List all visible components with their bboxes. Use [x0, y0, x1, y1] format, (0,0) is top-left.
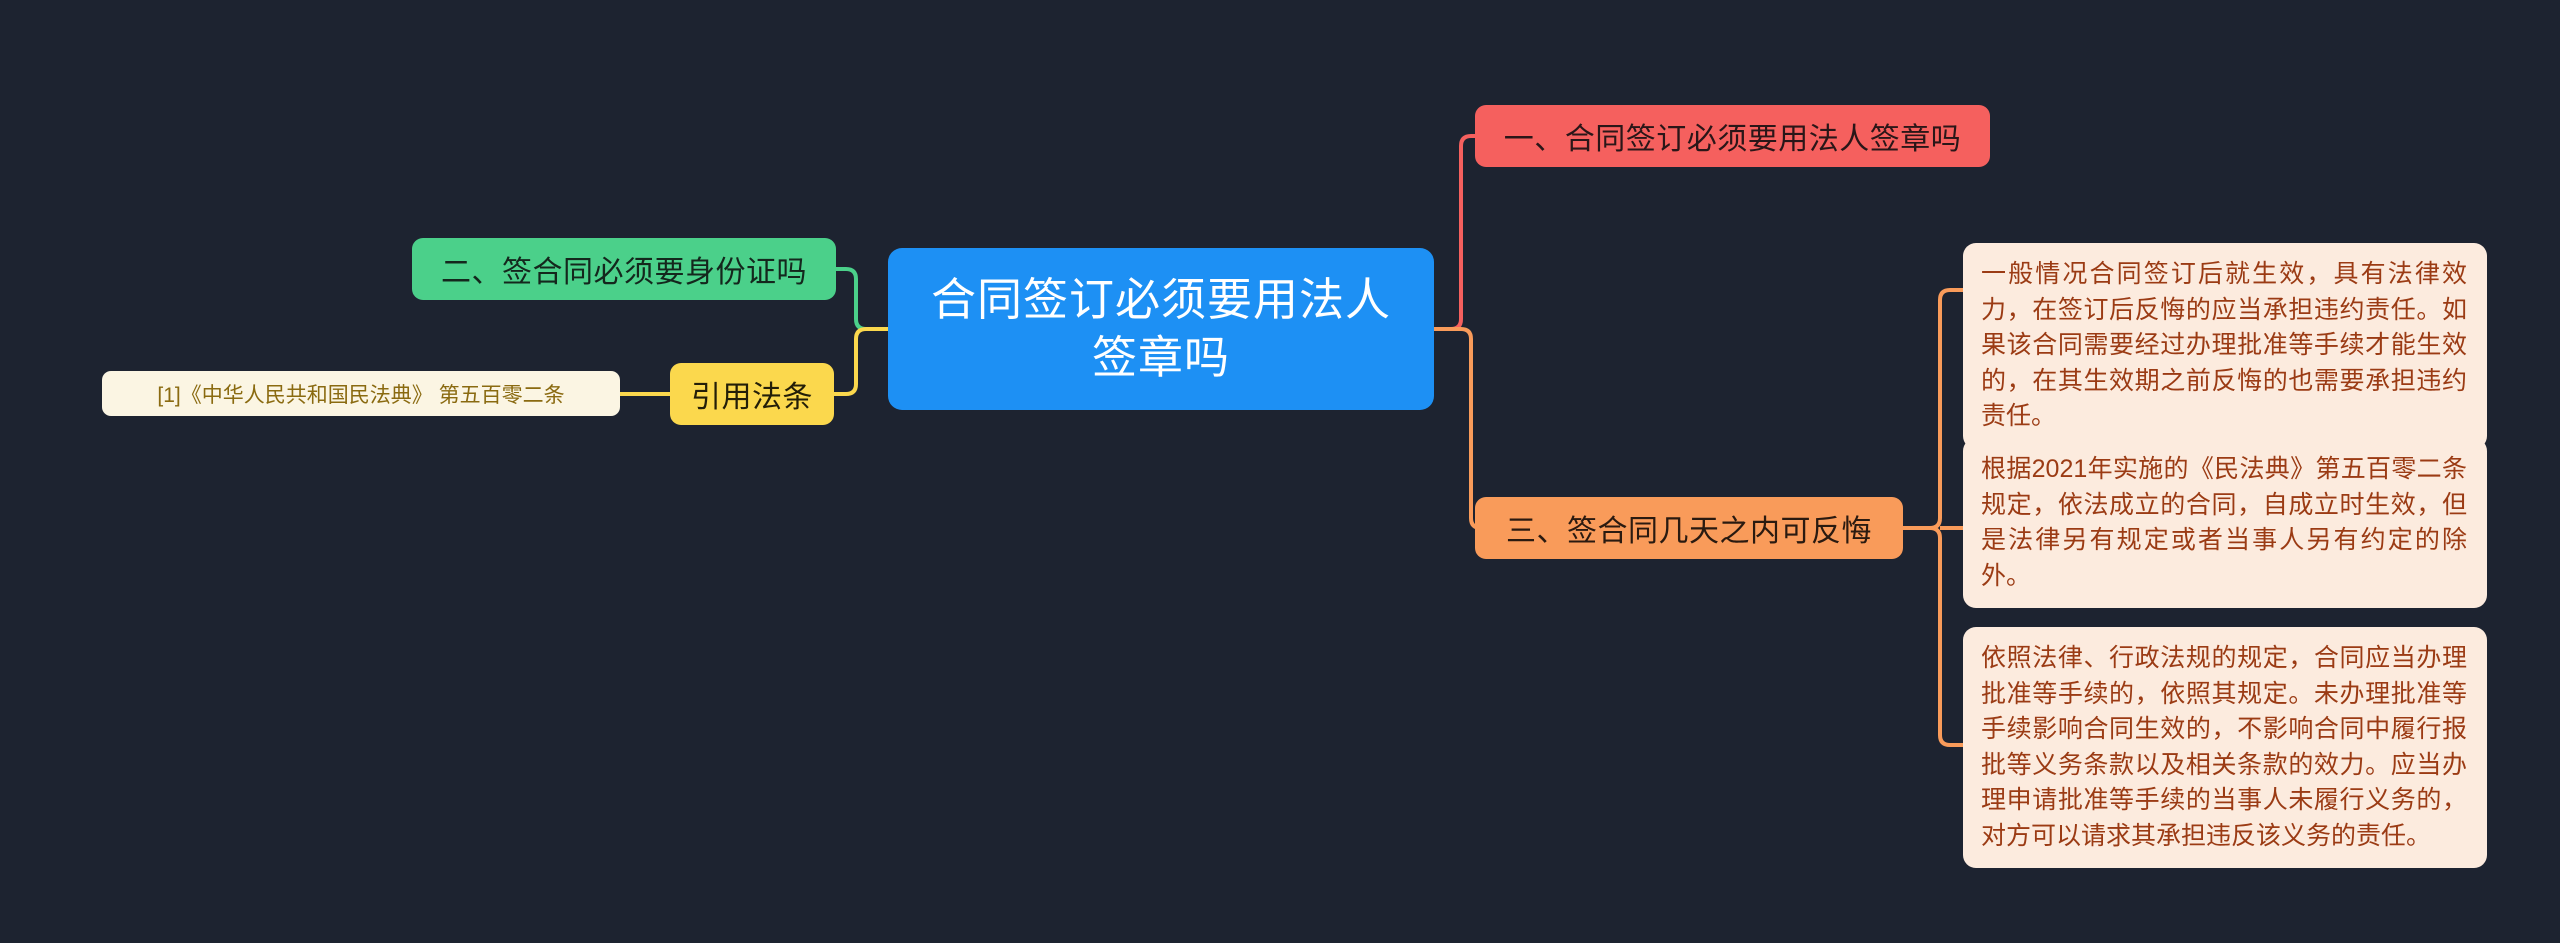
branch-node-green[interactable]: 二、签合同必须要身份证吗: [412, 238, 836, 300]
branch-node-orange[interactable]: 三、签合同几天之内可反悔: [1475, 497, 1903, 559]
detail-box-1[interactable]: 一般情况合同签订后就生效，具有法律效力，在签订后反悔的应当承担违约责任。如果该合…: [1963, 243, 2487, 449]
connector-root-to-red: [1434, 134, 1475, 331]
connector-root-to-yellow: [834, 327, 888, 396]
connector-orange-trunk: [1903, 288, 1963, 530]
branch-node-yellow[interactable]: 引用法条: [670, 363, 834, 425]
detail-box-2-text: 根据2021年实施的《民法典》第五百零二条规定，依法成立的合同，自成立时生效，但…: [1981, 455, 2467, 590]
detail-box-1-text: 一般情况合同签订后就生效，具有法律效力，在签订后反悔的应当承担违约责任。如果该合…: [1981, 260, 2467, 430]
branch-node-green-label: 二、签合同必须要身份证吗: [441, 256, 807, 289]
branch-node-yellow-label: 引用法条: [691, 381, 813, 414]
branch-node-red[interactable]: 一、合同签订必须要用法人签章吗: [1475, 105, 1990, 167]
citation-node-label: [1]《中华人民共和国民法典》 第五百零二条: [157, 383, 565, 407]
detail-box-2[interactable]: 根据2021年实施的《民法典》第五百零二条规定，依法成立的合同，自成立时生效，但…: [1963, 438, 2487, 608]
branch-node-red-label: 一、合同签订必须要用法人签章吗: [1503, 123, 1962, 156]
citation-node[interactable]: [1]《中华人民共和国民法典》 第五百零二条: [102, 371, 620, 416]
branch-node-orange-label: 三、签合同几天之内可反悔: [1506, 515, 1872, 548]
detail-box-3[interactable]: 依照法律、行政法规的规定，合同应当办理批准等手续的，依照其规定。未办理批准等手续…: [1963, 627, 2487, 868]
detail-box-3-text: 依照法律、行政法规的规定，合同应当办理批准等手续的，依照其规定。未办理批准等手续…: [1981, 644, 2467, 850]
connector-root-to-green: [836, 267, 888, 331]
connector-orange-to-detail3: [1929, 526, 1963, 747]
root-node-label: 合同签订必须要用法人签章吗: [930, 274, 1391, 383]
connector-root-to-orange: [1434, 327, 1482, 530]
root-node[interactable]: 合同签订必须要用法人签章吗: [888, 248, 1434, 410]
